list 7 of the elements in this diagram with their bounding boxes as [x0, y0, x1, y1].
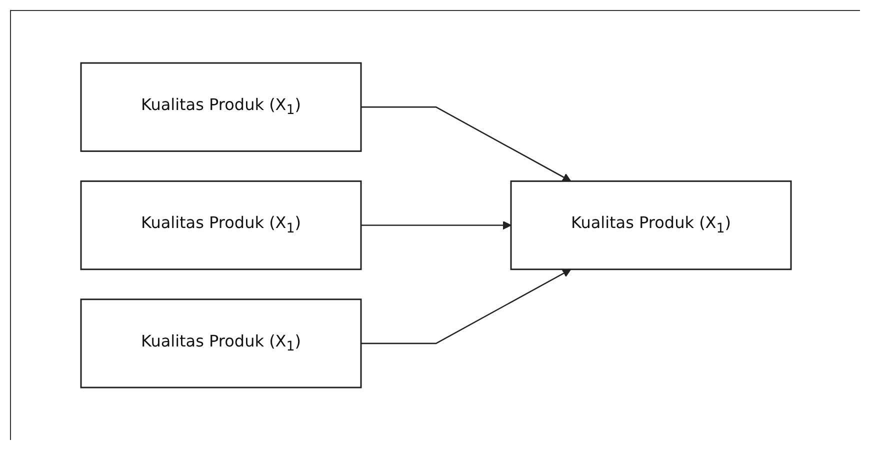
- node-box: Kualitas Produk (X$_{1}$): [80, 62, 362, 152]
- node-box: Kualitas Produk (X$_{1}$): [510, 180, 792, 270]
- arrow: [360, 221, 511, 230]
- node-box: Kualitas Produk (X$_{1}$): [80, 180, 362, 270]
- arrow: [360, 269, 571, 344]
- node-box: Kualitas Produk (X$_{1}$): [80, 298, 362, 388]
- arrow: [360, 106, 571, 182]
